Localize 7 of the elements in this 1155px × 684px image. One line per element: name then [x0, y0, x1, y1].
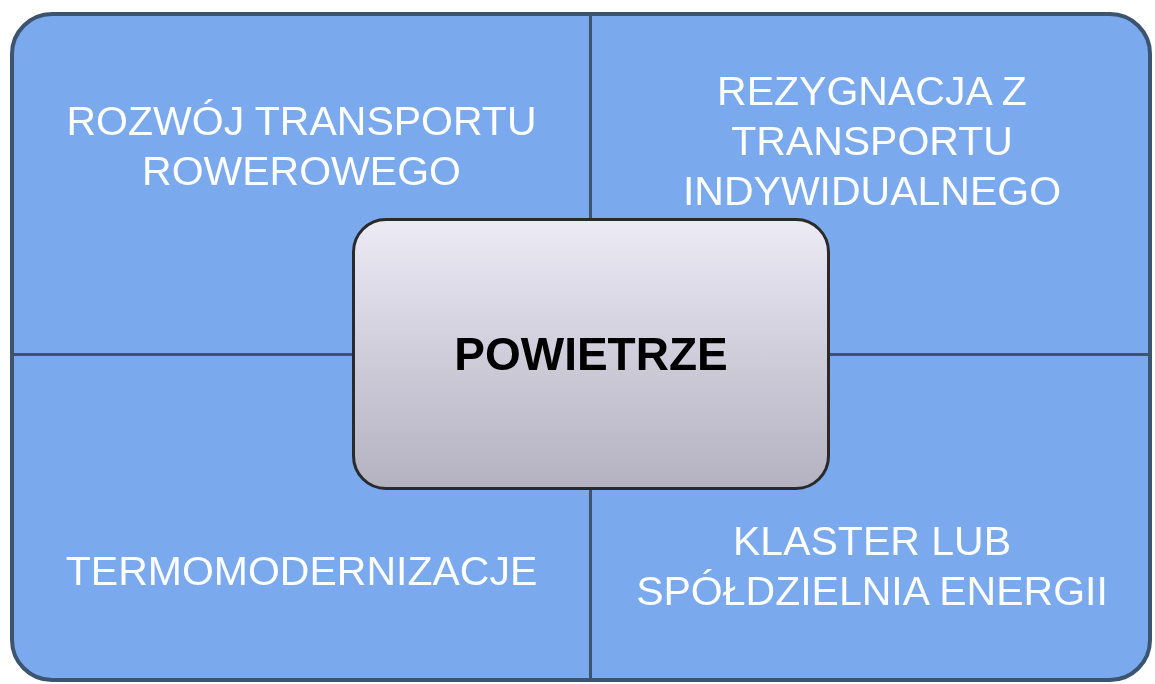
outer-frame — [10, 12, 1152, 682]
quadrant-label: KLASTER LUB SPÓŁDZIELNIA ENERGII — [635, 517, 1109, 616]
quadrant-label: ROZWÓJ TRANSPORTU ROWEROWEGO — [65, 97, 538, 196]
quadrant-label: TERMOMODERNIZACJE — [65, 547, 538, 596]
center-box — [352, 218, 830, 490]
center-title: POWIETRZE — [454, 327, 728, 381]
quadrant-label: REZYGNACJA Z TRANSPORTU INDYWIDUALNEGO — [681, 67, 1063, 216]
